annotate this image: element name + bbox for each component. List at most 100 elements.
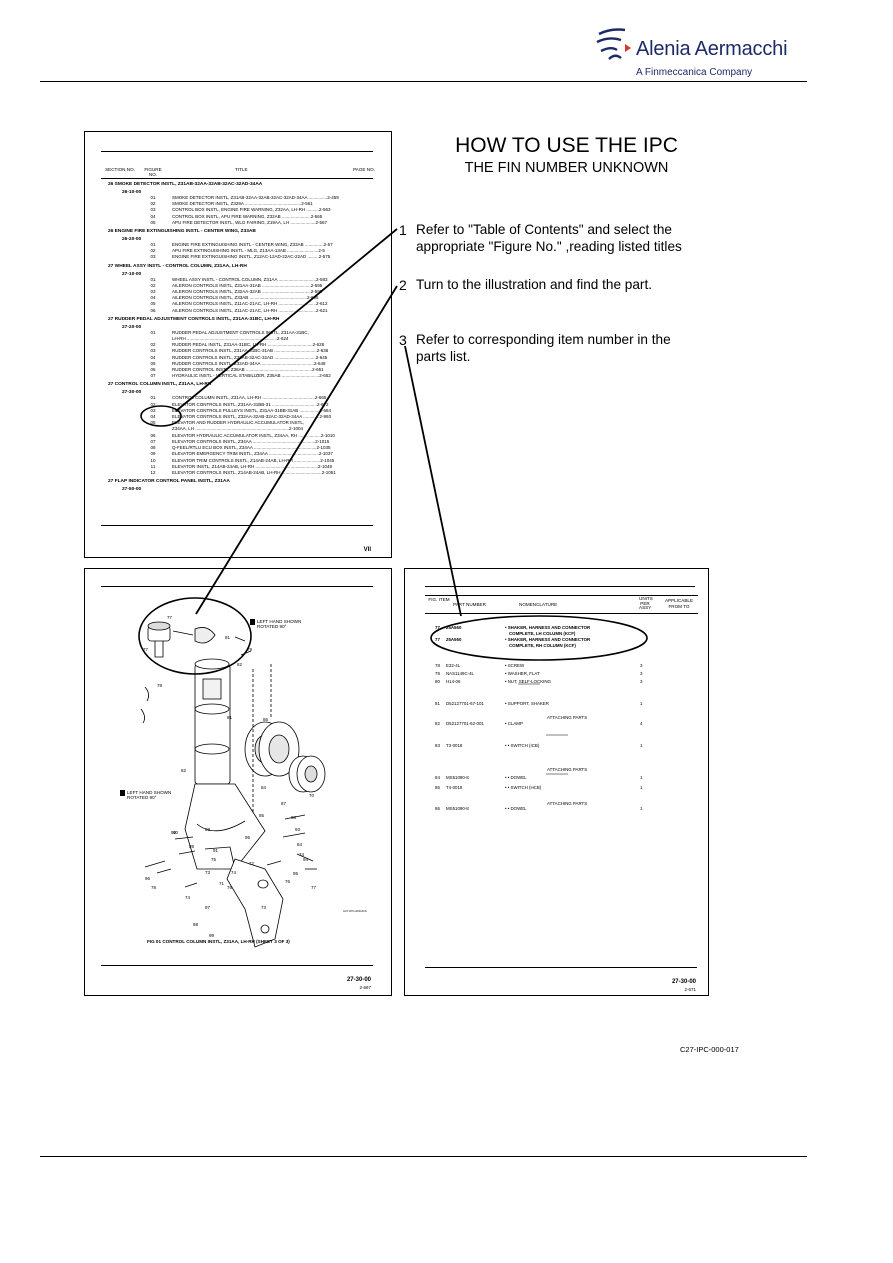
illu-bottom-rule	[101, 965, 373, 966]
svg-text:85: 85	[259, 813, 265, 818]
toc-entry-figure: 11	[150, 463, 156, 469]
step-2-number: 2	[399, 277, 407, 293]
parts-description: • • SWITCH (ICB)	[505, 743, 540, 748]
toc-bottom-rule	[101, 525, 373, 526]
illu-chapter: 27-30-00	[346, 977, 371, 983]
svg-text:99: 99	[209, 933, 215, 938]
toc-section-number: 27-20-00	[122, 324, 142, 330]
svg-text:77: 77	[167, 615, 173, 620]
how-to-title: HOW TO USE THE IPC	[455, 134, 678, 157]
parts-item-number: 79	[435, 671, 440, 676]
svg-text:81: 81	[227, 715, 233, 720]
parts-description: ATTACHING PARTS	[547, 801, 588, 806]
parts-part-number: T4-0018	[446, 785, 463, 790]
toc-entry-figure: 01	[150, 195, 156, 200]
step-3-text-line1: Refer to corresponding item number in th…	[416, 332, 671, 347]
parts-description: • SCREW	[505, 663, 525, 668]
toc-entry-figure: 05	[150, 301, 156, 307]
svg-text:92: 92	[171, 830, 177, 835]
parts-description: ATTACHING PARTS	[547, 715, 588, 720]
parts-description: • SUPPORT, SHAKER	[505, 701, 549, 706]
toc-col-section: SECTION NO.	[105, 167, 135, 172]
parts-top-rule	[425, 586, 695, 587]
step-2-text-line1: Turn to the illustration and find the pa…	[416, 277, 653, 292]
toc-entry-title: CONTROL BOX INSTL, APU FIRE WARNING, Z32…	[172, 213, 323, 219]
parts-item-number: 83	[435, 743, 440, 748]
parts-description: • • SWITCH (HCB)	[505, 785, 542, 790]
svg-text:72: 72	[249, 861, 255, 866]
parts-quantity: 3	[640, 679, 643, 684]
svg-text:79: 79	[247, 647, 253, 652]
toc-entry-figure: 04	[150, 295, 156, 301]
toc-entry-figure: 08	[150, 445, 156, 451]
parts-list-page: FIG. ITEM PART NUMBER NOMENCLATURE UNITS…	[404, 568, 709, 996]
svg-text:97: 97	[205, 905, 211, 910]
toc-col-page: PAGE NO.	[353, 167, 375, 172]
step-1-text-line2: appropriate "Figure No." ,reading listed…	[416, 239, 682, 254]
company-name: Alenia Aermacchi	[636, 38, 788, 60]
toc-entry-figure: 12	[150, 469, 156, 475]
toc-entry-figure: 01	[150, 276, 156, 282]
parts-col-desc: NOMENCLATURE	[519, 602, 558, 607]
toc-top-rule	[101, 151, 373, 152]
parts-description: • NUT, SELF-LOCKING	[505, 679, 551, 684]
toc-page-code: VII	[363, 547, 371, 553]
toc-entry-figure: 02	[150, 342, 156, 348]
svg-text:82: 82	[181, 768, 187, 773]
svg-text:83: 83	[205, 827, 211, 832]
toc-entry-title: APU FIRE DETECTOR INSTL, WLG FAIRING, Z1…	[172, 219, 327, 225]
svg-text:70: 70	[309, 793, 315, 798]
svg-text:90: 90	[173, 830, 179, 835]
step-3-number: 3	[399, 332, 407, 348]
parts-part-number: 25A560	[446, 625, 462, 630]
toc-group-title: 26 ENGINE FIRE EXTINGUISHING INSTL - CEN…	[108, 229, 256, 235]
toc-entry-figure: 03	[150, 289, 156, 295]
svg-text:82: 82	[237, 662, 243, 667]
toc-entry-figure: 06	[150, 307, 156, 313]
svg-text:88: 88	[291, 815, 297, 820]
toc-entry-figure: 02	[150, 201, 156, 207]
illustration-page: 77 77 81 79 82 78 81 86 82 70 84 85 87 8…	[84, 568, 392, 996]
parts-description: COMPLETE, LH COLUMN (KCF)	[509, 630, 576, 636]
header-rule	[40, 81, 807, 82]
illu-caption: FIG 01 CONTROL COLUMN INSTL, Z31AA, LH-R…	[147, 939, 290, 944]
parts-part-number: T3-0018	[446, 743, 463, 748]
toc-section-number: 26-20-00	[122, 237, 142, 243]
svg-text:74: 74	[299, 852, 305, 857]
svg-text:77: 77	[143, 647, 149, 652]
parts-chapter: 27-30-00	[671, 979, 696, 985]
toc-section-number: 27-10-00	[122, 271, 142, 277]
parts-description: ATTACHING PARTS	[547, 767, 588, 772]
toc-entry-figure: 03	[150, 254, 156, 260]
svg-text:81: 81	[225, 635, 231, 640]
svg-text:89: 89	[189, 844, 195, 849]
parts-description: • WASHER, FLAT	[505, 671, 540, 676]
toc-page: SECTION NO. FIGURE NO. TITLE PAGE NO. 26…	[84, 131, 392, 558]
svg-text:75: 75	[211, 857, 217, 862]
parts-description: • CLAMP	[505, 721, 523, 726]
svg-text:86: 86	[263, 717, 269, 722]
toc-entry-figure: 01	[150, 242, 156, 248]
svg-text:84: 84	[261, 785, 267, 790]
toc-entry-figure: 02	[150, 248, 156, 254]
svg-text:84: 84	[297, 842, 303, 847]
how-to-subtitle: THE FIN NUMBER UNKNOWN	[464, 160, 669, 176]
toc-entry-figure: 02	[150, 282, 156, 288]
parts-description: • • DOWEL	[505, 806, 527, 811]
parts-description: • SHAKER, HARNESS AND CONNECTOR	[505, 637, 591, 642]
toc-entry-figure: 01	[150, 329, 156, 335]
svg-text:91: 91	[213, 848, 219, 853]
parts-col-part: PART NUMBER	[453, 602, 486, 607]
toc-group-title: 27 RUDDER PEDAL ADJUSTMENT CONTROLS INST…	[108, 316, 280, 322]
illu-note-top: LEFT HAND SHOWN ROTATED 90°	[257, 619, 302, 629]
